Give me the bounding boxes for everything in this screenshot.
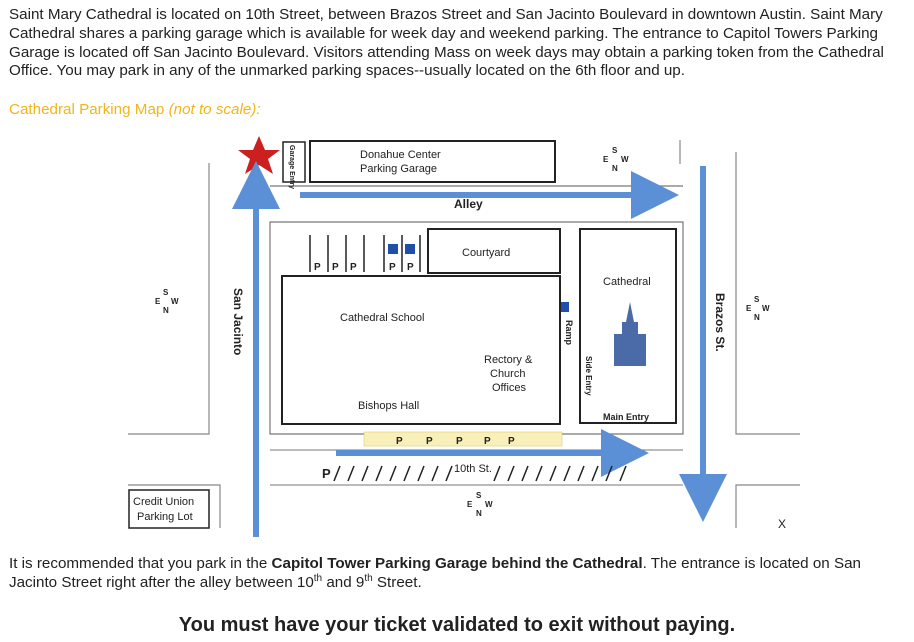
rectory-label-2: Church xyxy=(490,368,525,380)
rec-sup1: th xyxy=(313,572,323,584)
svg-text:W: W xyxy=(171,297,179,306)
svg-text:W: W xyxy=(485,500,493,509)
bishops-hall-label: Bishops Hall xyxy=(358,400,419,412)
rec-part4: Street. xyxy=(372,574,422,591)
parking-p-1: P xyxy=(314,262,321,273)
rec-part2: . The entrance is located on San Jacinto… xyxy=(9,555,861,591)
recommendation-paragraph: It is recommended that you park in the C… xyxy=(9,554,909,592)
donahue-center-label: Donahue Center xyxy=(360,149,441,161)
rec-sup2: th xyxy=(364,572,373,584)
parking-p-3: P xyxy=(350,262,357,273)
rec-part1: It is recommended that you park in the xyxy=(9,555,272,572)
brazos-st-label: Brazos St. xyxy=(713,293,727,352)
credit-union-label-2: Parking Lot xyxy=(137,511,193,523)
svg-text:S: S xyxy=(476,491,482,500)
ramp-label: Ramp xyxy=(564,320,574,346)
strip-p-3: P xyxy=(456,436,463,447)
parking-map: Donahue Center Parking Garage Garage Ent… xyxy=(128,136,800,537)
svg-text:E: E xyxy=(467,500,473,509)
parking-p-2: P xyxy=(332,262,339,273)
svg-text:E: E xyxy=(155,297,161,306)
street-line-right-lower xyxy=(735,484,800,528)
ramp-accessible-icon xyxy=(561,302,569,312)
alley-label: Alley xyxy=(454,197,483,211)
svg-text:N: N xyxy=(612,164,618,173)
parking-p-4: P xyxy=(389,262,396,273)
svg-text:S: S xyxy=(612,146,618,155)
donahue-center-building xyxy=(309,140,556,183)
map-title: Cathedral Parking Map (not to scale): xyxy=(9,101,261,118)
svg-text:S: S xyxy=(163,288,169,297)
svg-text:S: S xyxy=(754,295,760,304)
compass-bottom: S E W N xyxy=(467,491,493,518)
credit-union-label-1: Credit Union xyxy=(133,496,194,508)
svg-text:N: N xyxy=(754,313,760,322)
garage-entrance-star xyxy=(238,136,280,174)
intro-paragraph: Saint Mary Cathedral is located on 10th … xyxy=(9,6,884,80)
svg-text:N: N xyxy=(163,306,169,315)
strip-p-1: P xyxy=(396,436,403,447)
cathedral-label: Cathedral xyxy=(603,276,651,288)
parking-spaces-top xyxy=(309,235,421,272)
street-line-right-upper xyxy=(735,152,800,435)
strip-p-5: P xyxy=(508,436,515,447)
garage-entry-label: Garage Entry xyxy=(288,145,295,189)
compass-left: S E W N xyxy=(155,288,179,315)
street-line-left-lower xyxy=(128,484,221,528)
svg-text:E: E xyxy=(746,304,752,313)
strip-p-4: P xyxy=(484,436,491,447)
rec-part3: and 9 xyxy=(322,574,365,591)
cathedral-school-building xyxy=(281,275,561,425)
cathedral-school-label: Cathedral School xyxy=(340,312,424,324)
strip-p-2: P xyxy=(426,436,433,447)
svg-text:E: E xyxy=(603,155,609,164)
rec-bold: Capitol Tower Parking Garage behind the … xyxy=(271,555,643,572)
svg-text:N: N xyxy=(476,509,482,518)
tenth-st-label: 10th St. xyxy=(454,463,492,475)
validation-warning: You must have your ticket validated to e… xyxy=(178,614,736,636)
courtyard xyxy=(427,228,561,274)
courtyard-label: Courtyard xyxy=(462,247,510,259)
x-mark: X xyxy=(778,517,786,531)
rectory-label-1: Rectory & xyxy=(484,354,533,366)
compass-right: S E W N xyxy=(746,295,770,322)
donahue-center-sublabel: Parking Garage xyxy=(360,163,437,175)
map-title-main: Cathedral Parking Map xyxy=(9,101,169,118)
block-outline xyxy=(269,221,684,435)
credit-union-lot xyxy=(128,489,210,529)
parking-p-5: P xyxy=(407,262,414,273)
san-jacinto-label: San Jacinto xyxy=(231,288,245,355)
garage-entry-box xyxy=(282,141,306,183)
svg-text:W: W xyxy=(762,304,770,313)
tenth-st-hatching xyxy=(333,465,627,482)
cathedral-illustration-icon xyxy=(614,302,646,366)
accessible-icon-1 xyxy=(388,244,398,254)
rectory-label-3: Offices xyxy=(492,382,527,394)
street-line-left-upper xyxy=(128,163,210,435)
map-title-note: (not to scale): xyxy=(168,101,261,118)
main-entry-label: Main Entry xyxy=(603,412,649,422)
side-entry-label: Side Entry xyxy=(584,356,593,396)
compass-top: S E W N xyxy=(603,146,629,173)
tenth-st-parking-strip xyxy=(363,431,563,447)
tenth-st-p: P xyxy=(322,466,331,481)
accessible-icon-2 xyxy=(405,244,415,254)
svg-text:W: W xyxy=(621,155,629,164)
